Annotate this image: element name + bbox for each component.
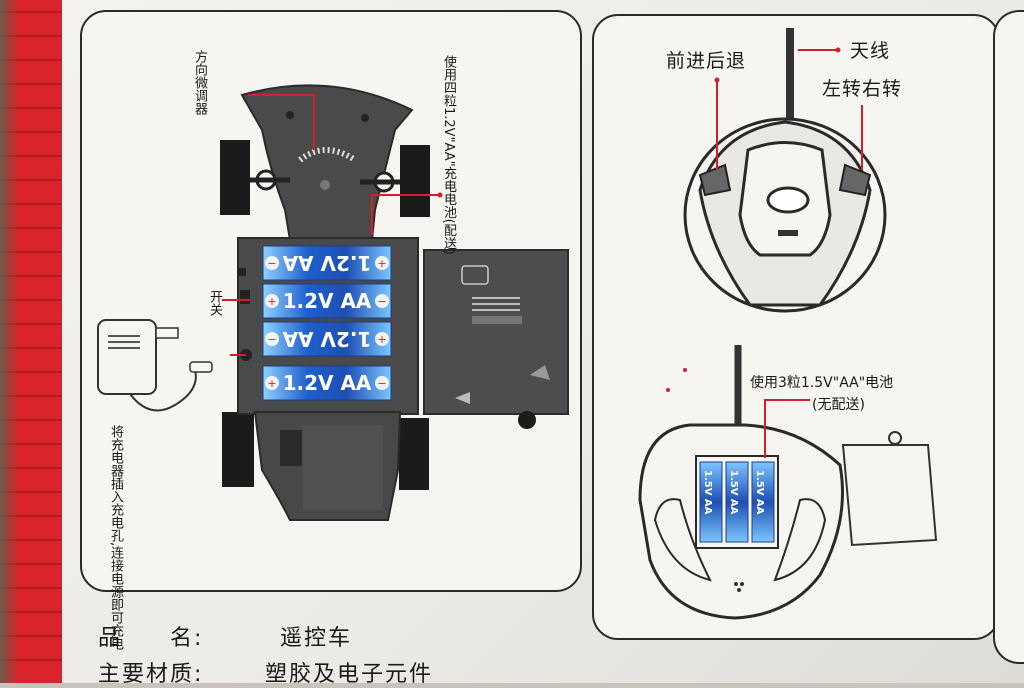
front-left-wheel — [220, 140, 250, 215]
car-battery-2 — [262, 283, 392, 319]
front-right-wheel — [400, 145, 430, 217]
svg-text:−: − — [377, 295, 386, 308]
car-battery-1-label: 1.2V AA — [282, 251, 372, 275]
car-battery-4 — [262, 365, 392, 401]
car-leader-lines — [222, 94, 440, 356]
charger-adapter — [97, 319, 213, 412]
remote-battery-1-label: 1.5V AA — [702, 470, 713, 515]
rear-left-wheel — [222, 412, 254, 487]
product-name-value: 遥控车 — [280, 626, 353, 651]
car-battery-4-label: 1.2V AA — [282, 371, 372, 395]
svg-text:−: − — [267, 257, 276, 270]
remote-battery-sub-note: (无配送) — [812, 397, 865, 413]
remote-battery-3 — [751, 461, 775, 543]
remote-battery-2-label: 1.5V AA — [728, 470, 739, 515]
svg-text:+: + — [377, 257, 386, 270]
remote-battery-1 — [699, 461, 723, 543]
car-battery-3-label: 1.2V AA — [282, 327, 372, 351]
material-label: 主要材质: — [98, 662, 204, 687]
remote-battery-2 — [725, 461, 749, 543]
car-battery-1 — [262, 245, 392, 281]
power-switch-label: 开关 — [207, 290, 222, 316]
forward-backward-label: 前进后退 — [666, 50, 747, 72]
svg-text:+: + — [267, 295, 276, 308]
svg-text:+: + — [267, 377, 276, 390]
rear-right-wheel — [399, 418, 429, 490]
steering-trim-label: 方向微调器 — [192, 50, 207, 115]
car-battery-3 — [262, 321, 392, 357]
car-battery-note: 使用四粒1.2V"AA"充电电池(配送) — [441, 55, 456, 255]
box-edge-shadow — [0, 0, 18, 683]
antenna-label: 天线 — [850, 40, 891, 62]
svg-text:−: − — [267, 333, 276, 346]
svg-text:−: − — [377, 377, 386, 390]
remote-battery-pack — [699, 461, 775, 543]
remote-bottom-leader — [764, 399, 810, 458]
material-value: 塑胶及电子元件 — [265, 662, 434, 687]
remote-battery-3-label: 1.5V AA — [754, 470, 765, 515]
remote-top-view — [683, 28, 887, 313]
product-name-label: 品 名: — [98, 626, 204, 651]
remote-battery-note: 使用3粒1.5V"AA"电池 — [750, 375, 894, 391]
car-battery-pack: − + + − − + + − — [262, 245, 392, 401]
left-right-label: 左转右转 — [822, 78, 903, 100]
car-battery-2-label: 1.2V AA — [282, 289, 372, 313]
remote-top-leaders — [716, 49, 863, 170]
charger-note: 将充电器插入充电孔,连接电源即可充电 — [108, 425, 123, 650]
svg-text:+: + — [377, 333, 386, 346]
